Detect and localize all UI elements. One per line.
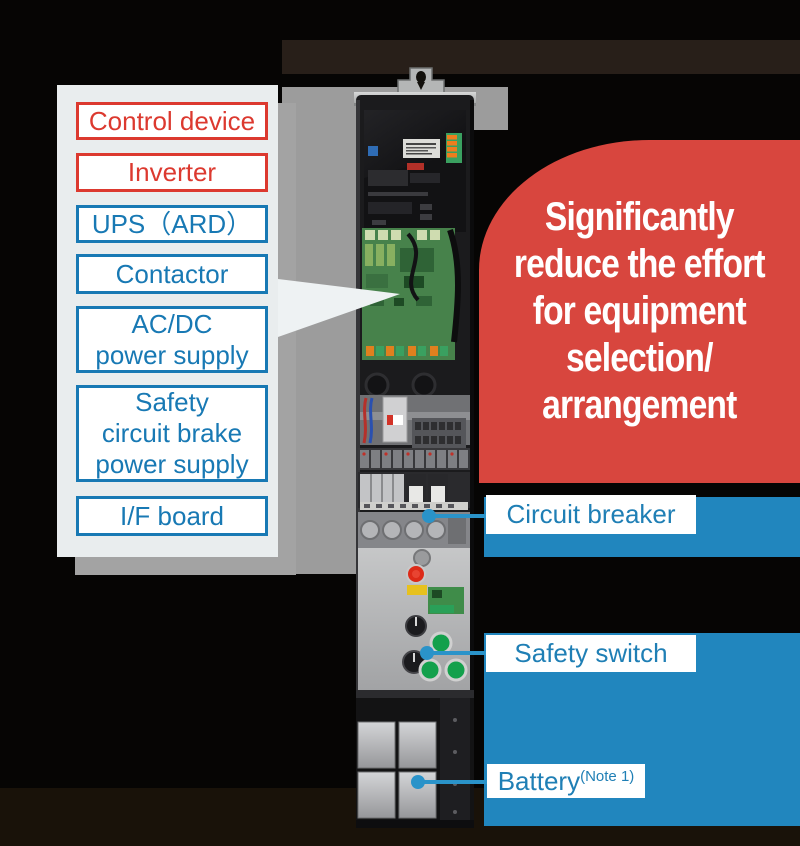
badge-line: reduce the effort [514, 242, 766, 286]
leader-line-safety-switch [427, 651, 487, 655]
label-box-inverter: Inverter [76, 153, 268, 192]
label-box-safety-circuit-brake-power-supply: Safety circuit brake power supply [76, 385, 268, 482]
label-box-ups-ard: UPS（ARD） [76, 205, 268, 243]
leader-line-circuit-breaker [429, 514, 487, 518]
fan [411, 372, 437, 398]
leader-dot-circuit-breaker [422, 509, 436, 523]
top-shadow-band [282, 40, 800, 74]
control-device-section [364, 110, 466, 232]
label-box-control-device: Control device [76, 102, 268, 140]
battery-compartment [356, 690, 474, 828]
red-wire [362, 397, 368, 444]
blue-wire [368, 397, 374, 444]
leader-line-battery [418, 780, 488, 784]
callout-circuit-breaker-label: Circuit breaker [506, 499, 676, 529]
callout-battery-note: (Note 1) [580, 767, 635, 785]
battery [357, 771, 396, 819]
label-box-contactor: Contactor [76, 254, 268, 294]
callout-safety-switch-label: Safety switch [514, 638, 668, 668]
callout-wedge [278, 279, 400, 337]
mounting-bracket [397, 67, 445, 96]
leader-dot-battery [411, 775, 425, 789]
badge-line: Significantly [545, 195, 735, 239]
battery [357, 721, 396, 769]
label-control-device: Control device [88, 105, 256, 136]
fan [364, 372, 390, 398]
terminal-strip [358, 448, 470, 470]
badge-line: arrangement [542, 383, 737, 427]
safety-switch-button [444, 658, 468, 682]
component-label-panel: Control device Inverter UPS（ARD） Contact… [57, 85, 278, 557]
badge-line: for equipment [532, 289, 747, 333]
contactor-row [358, 512, 470, 548]
yellow-tag [407, 585, 427, 595]
label-box-acdc-power-supply: AC/DC power supply [76, 306, 268, 373]
callout-battery-label: Battery(Note 1) [497, 765, 635, 796]
battery [398, 721, 437, 769]
label-if-board: I/F board [119, 500, 225, 531]
label-contactor: Contactor [115, 258, 229, 289]
leader-dot-safety-switch [420, 646, 434, 660]
callout-circuit-breaker: Circuit breaker [486, 495, 696, 534]
circuit-breaker-row [358, 472, 470, 510]
benefit-badge-text: Significantly reduce the effort for equi… [514, 194, 766, 429]
blue-chip [368, 146, 378, 156]
din-rail-section [360, 395, 470, 466]
label-box-if-board: I/F board [76, 496, 268, 536]
label-acdc-power-supply: AC/DC power supply [95, 308, 249, 370]
cable [447, 229, 461, 343]
label-safety-circuit-brake-power-supply: Safety circuit brake power supply [95, 387, 249, 479]
label-inverter: Inverter [127, 157, 217, 187]
badge-line: selection/ [566, 336, 713, 380]
round-connector [413, 549, 431, 567]
label-ups-ard: UPS（ARD） [91, 208, 253, 239]
benefit-badge: Significantly reduce the effort for equi… [479, 140, 800, 483]
cabinet-photo [354, 67, 476, 828]
safety-switch-button [429, 631, 453, 655]
safety-switch-button [418, 658, 442, 682]
callout-safety-switch: Safety switch [486, 635, 696, 672]
red-tag [407, 163, 424, 170]
callout-battery: Battery(Note 1) [487, 764, 645, 798]
safety-panel [358, 548, 470, 690]
